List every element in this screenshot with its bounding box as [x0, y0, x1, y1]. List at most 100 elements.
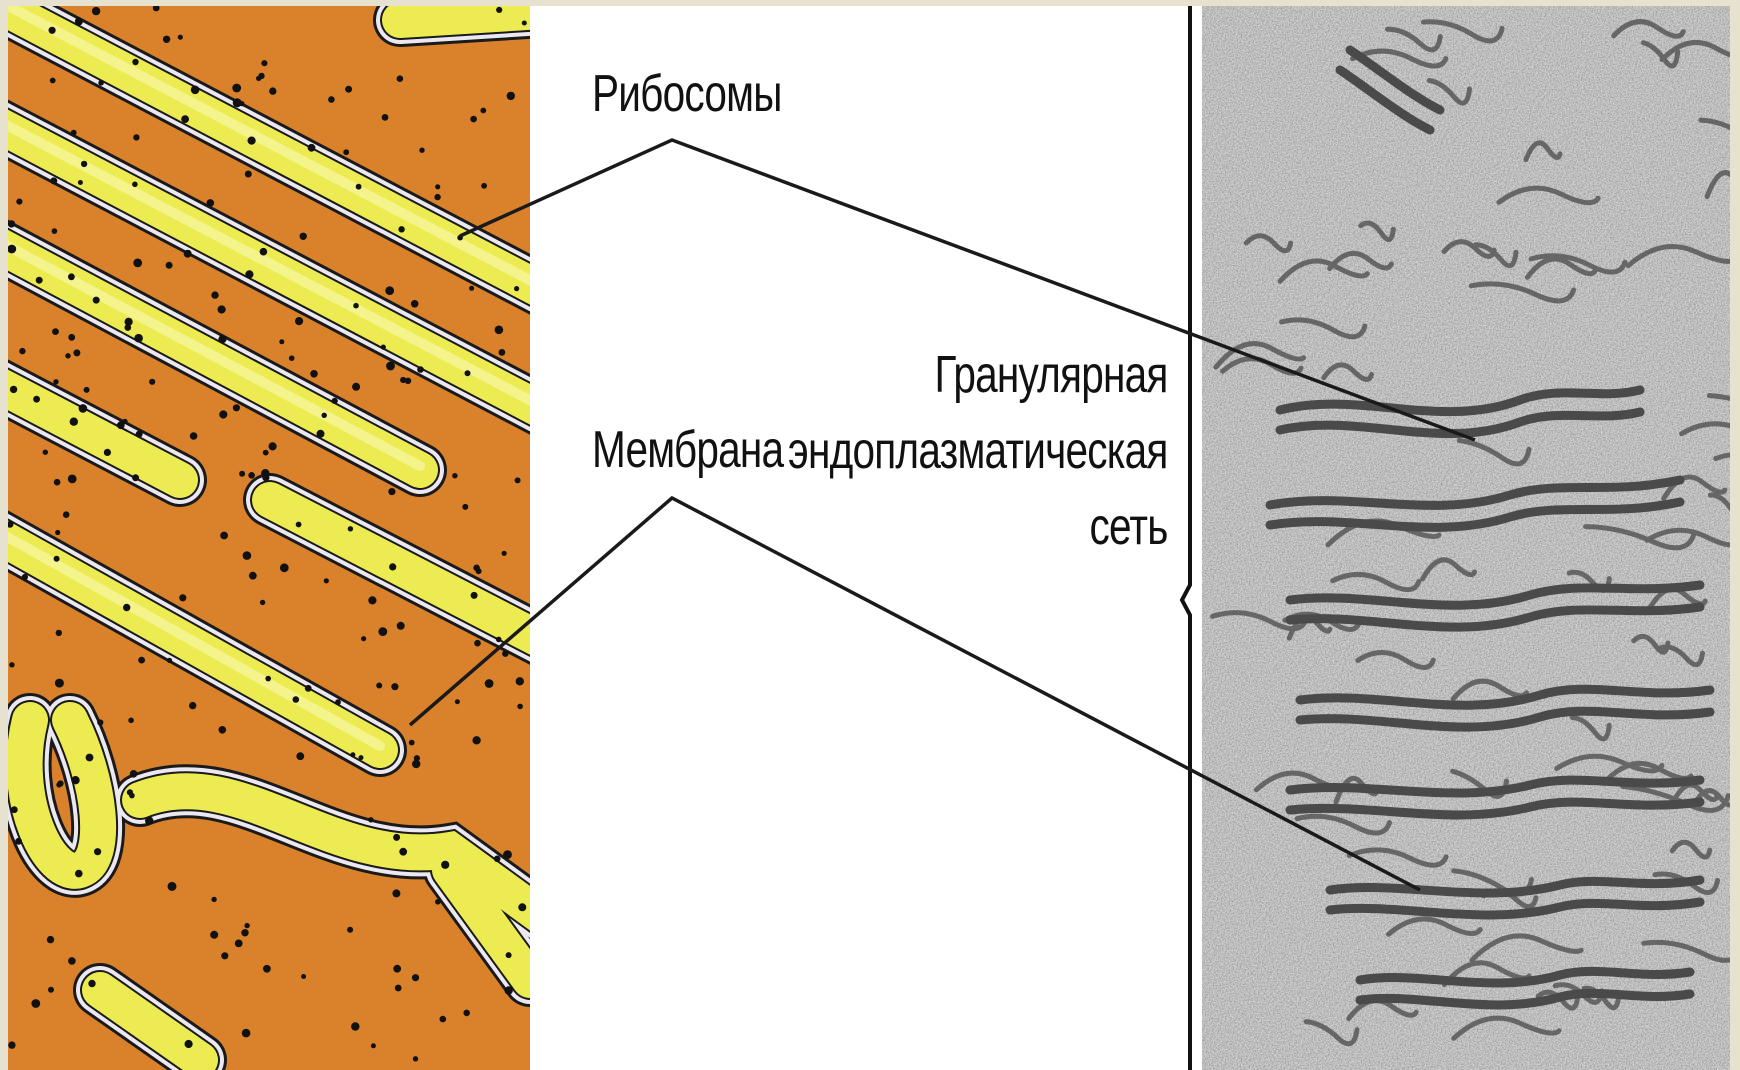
- ribosome-dot: [435, 184, 440, 189]
- ribosome-dot: [265, 676, 271, 682]
- ribosome-dot: [145, 817, 153, 825]
- ribosome-dot: [494, 856, 501, 863]
- ribosome-dot: [52, 328, 59, 335]
- ribosome-dot: [19, 348, 25, 354]
- ribosome-dot: [75, 870, 83, 878]
- ribosome-dot: [10, 386, 17, 393]
- ribosome-dot: [296, 752, 304, 760]
- ribosome-dot: [412, 974, 419, 981]
- label-rough-er: Гранулярная эндоплазматическая сеть: [788, 337, 1168, 565]
- ribosome-dot: [75, 18, 83, 26]
- ribosome-dot: [348, 526, 353, 531]
- ribosome-dot: [280, 563, 289, 572]
- ribosome-dot: [219, 726, 227, 734]
- ribosome-dot: [219, 410, 227, 418]
- ribosome-dot: [125, 324, 132, 331]
- ribosome-dot: [413, 1056, 418, 1061]
- ribosome-dot: [7, 245, 16, 254]
- ribosome-dot: [128, 718, 134, 724]
- ribosome-dot: [86, 754, 94, 762]
- ribosome-dot: [505, 986, 513, 994]
- ribosome-dot: [52, 228, 58, 234]
- ribosome-dot: [239, 471, 245, 477]
- ribosome-dot: [53, 379, 58, 384]
- ribosome-dot: [94, 848, 101, 855]
- ribosome-dot: [352, 383, 360, 391]
- ribosome-dot: [184, 250, 192, 258]
- ribosome-dot: [507, 92, 515, 100]
- label-rough-er-line-3: сеть: [788, 489, 1168, 565]
- ribosome-dot: [328, 96, 335, 103]
- ribosome-dot: [210, 931, 218, 939]
- ribosome-dot: [65, 353, 70, 358]
- ribosome-dot: [97, 719, 103, 725]
- ribosome-dot: [412, 760, 420, 768]
- ribosome-dot: [300, 233, 307, 240]
- ribosome-dot: [465, 370, 471, 376]
- ribosome-dot: [345, 86, 352, 93]
- ribosome-dot: [359, 755, 364, 760]
- ribosome-dot: [123, 604, 130, 611]
- ribosome-dot: [317, 430, 325, 438]
- ribosome-dot: [343, 149, 349, 155]
- ribosome-dot: [308, 144, 316, 152]
- ribosome-dot: [153, 5, 160, 12]
- ribosome-dot: [398, 226, 404, 232]
- ribosome-dot: [138, 657, 145, 664]
- label-rough-er-line-2: эндоплазматическая: [788, 413, 1168, 489]
- ribosome-dot: [98, 80, 104, 86]
- ribosome-dot: [506, 952, 512, 958]
- ribosome-dot: [248, 472, 255, 479]
- ribosome-dot: [517, 704, 523, 710]
- ribosome-dot: [353, 303, 359, 309]
- ribosome-dot: [56, 630, 62, 636]
- ribosome-dot: [9, 662, 14, 667]
- ribosome-dot: [33, 396, 40, 403]
- ribosome-dot: [245, 171, 252, 178]
- ribosome-dot: [104, 449, 111, 456]
- ribosome-dot: [371, 1043, 376, 1048]
- ribosome-dot: [132, 182, 138, 188]
- ribosome-dot: [378, 627, 387, 636]
- ribosome-dot: [269, 87, 276, 94]
- ribosome-dot: [70, 418, 78, 426]
- ribosome-dot: [469, 286, 474, 291]
- ribosome-dot: [249, 572, 257, 580]
- ribosome-dot: [455, 699, 460, 704]
- ribosome-dot: [474, 640, 481, 647]
- ribosome-dot: [93, 297, 100, 304]
- ribosome-dot: [256, 76, 261, 81]
- ribosome-dot: [441, 861, 449, 869]
- ribosome-dot: [221, 952, 228, 959]
- ribosome-dot: [243, 551, 252, 560]
- ribosome-dot: [411, 300, 419, 308]
- ribosome-dot: [190, 432, 198, 440]
- ribosome-dot: [409, 740, 415, 746]
- ribosome-dot: [163, 36, 170, 43]
- ribosome-dot: [130, 770, 138, 778]
- ribosome-dot: [179, 594, 186, 601]
- ribosome-dot: [470, 116, 477, 123]
- ribosome-dot: [22, 574, 28, 580]
- ribosome-dot: [8, 1041, 15, 1048]
- ribosome-dot: [48, 987, 54, 993]
- ribosome-dot: [241, 929, 248, 936]
- ribosome-dot: [132, 59, 138, 65]
- ribosome-dot: [68, 475, 77, 484]
- ribosome-dot: [356, 184, 362, 190]
- ribosome-dot: [127, 789, 133, 795]
- ribosome-dot: [242, 1029, 251, 1038]
- ribosome-dot: [36, 277, 43, 284]
- ribosome-dot: [55, 679, 64, 688]
- ribosome-dot: [496, 7, 502, 13]
- ribosome-dot: [419, 148, 424, 153]
- ribosome-dot: [232, 84, 241, 93]
- ribosome-dot: [514, 286, 519, 291]
- ribosome-dot: [502, 651, 508, 657]
- ribosome-dot: [16, 199, 22, 205]
- ribosome-dot: [361, 636, 366, 641]
- ribosome-dot: [31, 999, 40, 1008]
- ribosome-dot: [220, 532, 228, 540]
- ribosome-dot: [480, 108, 486, 114]
- ribosome-dot: [305, 685, 312, 692]
